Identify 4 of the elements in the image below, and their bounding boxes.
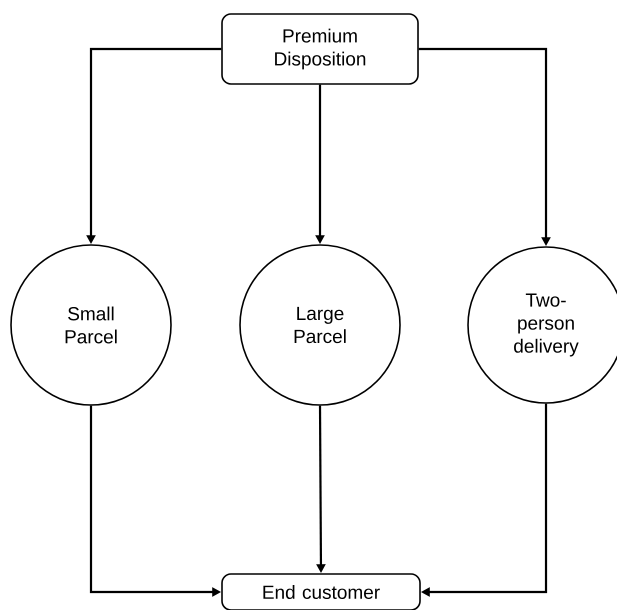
process-box: End customer xyxy=(221,573,421,610)
circle-node: Small Parcel xyxy=(10,244,172,406)
circle-node: Large Parcel xyxy=(239,244,401,406)
process-box: Premium Disposition xyxy=(221,13,419,85)
